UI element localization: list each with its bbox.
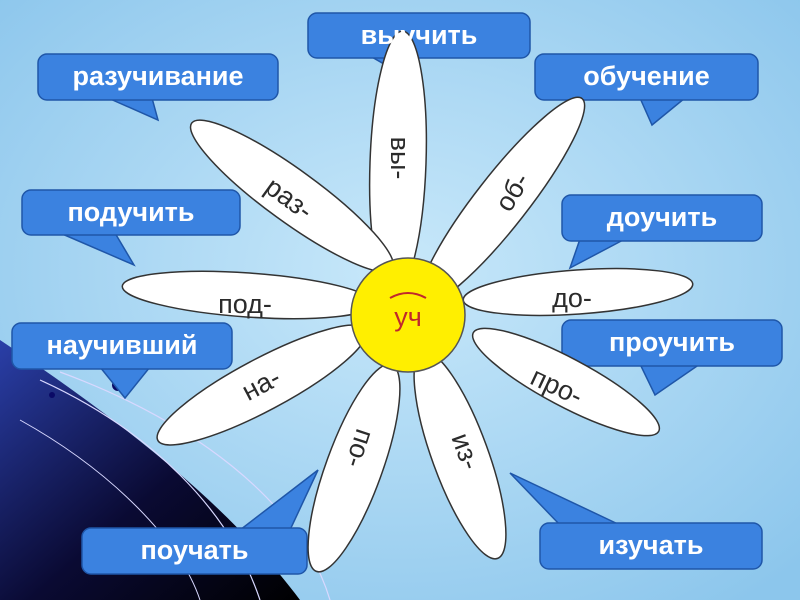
petal-po: по- bbox=[307, 363, 401, 573]
callout-box bbox=[11, 322, 233, 370]
callout-box bbox=[21, 189, 241, 236]
root-label: уч bbox=[394, 302, 422, 332]
callout-box bbox=[561, 194, 763, 242]
petal-pod: под- bbox=[121, 270, 375, 320]
prefix-label: до- bbox=[552, 283, 592, 313]
callout-box bbox=[534, 53, 759, 101]
callout-box bbox=[307, 12, 531, 59]
petal-na: на- bbox=[156, 324, 368, 446]
callout-po bbox=[81, 469, 319, 575]
flower-center: уч bbox=[350, 257, 466, 373]
callout-na bbox=[11, 322, 233, 400]
petal-do: до- bbox=[462, 267, 694, 317]
callout-box bbox=[539, 522, 763, 570]
callout-pod bbox=[21, 189, 241, 267]
callout-box bbox=[81, 527, 308, 575]
callout-do bbox=[561, 194, 763, 270]
petal-iz: из- bbox=[413, 350, 507, 560]
root-arc-mark bbox=[389, 292, 427, 299]
callout-box bbox=[37, 53, 279, 101]
callout-pro bbox=[561, 319, 783, 397]
center-circle bbox=[350, 257, 466, 373]
callout-iz bbox=[509, 472, 763, 570]
prefix-label: вы- bbox=[385, 137, 415, 180]
callout-box bbox=[561, 319, 783, 367]
petal-shape bbox=[471, 327, 661, 437]
prefix-label: под- bbox=[218, 289, 272, 319]
petal-raz: раз- bbox=[189, 119, 395, 273]
callout-raz bbox=[37, 53, 279, 122]
callout-ob bbox=[534, 53, 759, 127]
